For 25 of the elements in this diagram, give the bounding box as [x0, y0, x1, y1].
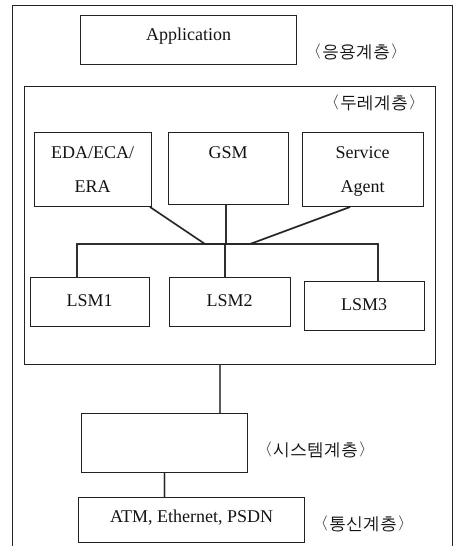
connector-line: [249, 206, 379, 281]
component-box: [34, 132, 152, 206]
box-label: LSM3: [340, 292, 388, 316]
connector-line: [164, 473, 166, 497]
component-box: [78, 497, 305, 543]
component-box: [304, 280, 424, 330]
layer-panel: [24, 86, 436, 365]
box-label: LSM1: [65, 288, 114, 312]
layer-label: 〈응용계층〉: [305, 41, 407, 63]
layer-label: 〈시스템계층〉: [256, 439, 375, 461]
component-box: [168, 276, 290, 326]
box-label: Application: [145, 23, 232, 46]
component-box: [81, 413, 248, 473]
component-box: [80, 15, 297, 65]
box-label: ATM, Ethernet, PSDN: [109, 505, 274, 528]
component-box: [302, 132, 424, 206]
component-box: [30, 276, 150, 326]
box-label: EDA/ECA/ ERA: [50, 140, 135, 198]
box-label: LSM2: [205, 288, 254, 312]
layer-label: 〈통신계층〉: [312, 513, 414, 535]
layer-label: 〈두레계층〉: [323, 92, 425, 114]
connector-line: [219, 365, 221, 413]
box-label: GSM: [207, 140, 248, 164]
component-box: [168, 132, 288, 204]
box-label: Service Agent: [334, 140, 390, 198]
